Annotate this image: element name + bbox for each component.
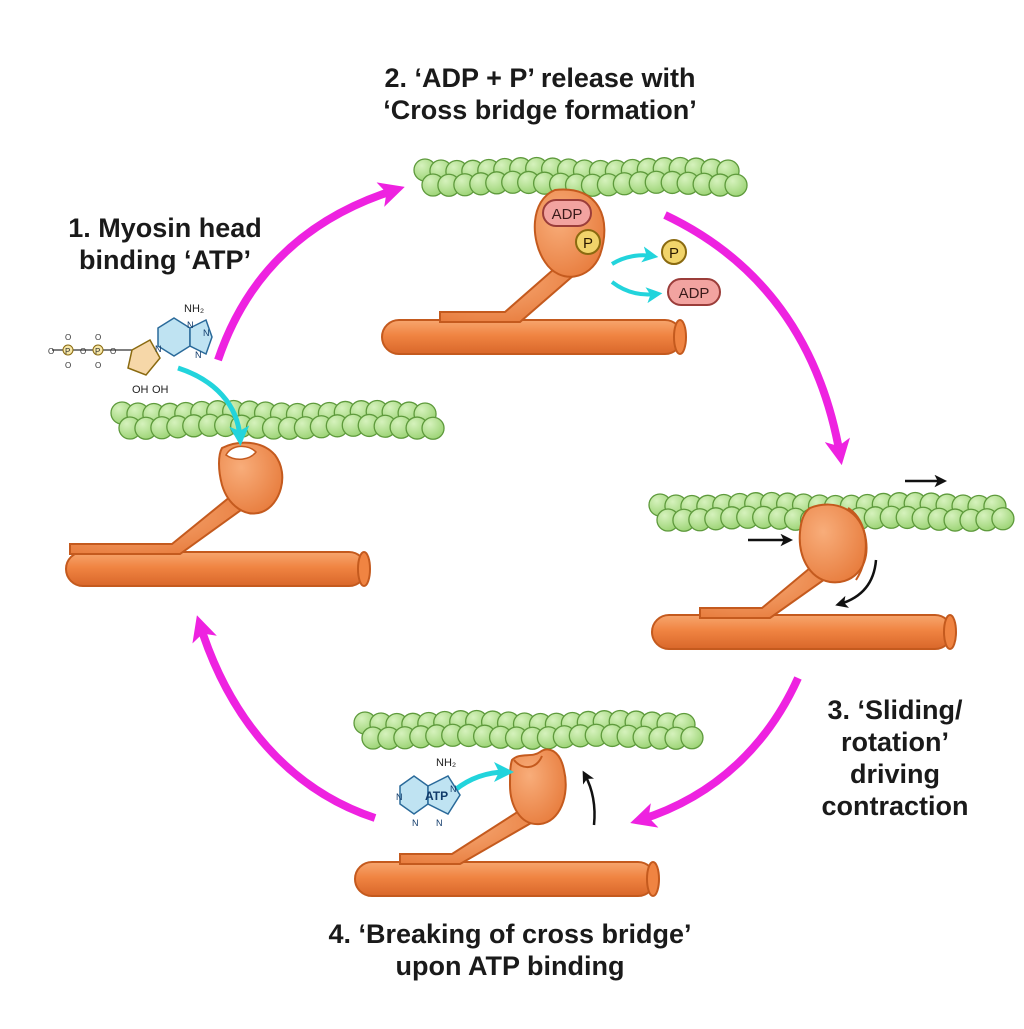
myosin-neck	[69, 490, 250, 555]
hydroxyl-1: OH	[132, 384, 149, 396]
panel-step-3	[648, 474, 1015, 650]
step-1-label: 1. Myosin head binding ‘ATP’	[40, 212, 290, 276]
actin-bead	[421, 416, 445, 440]
actin-bead	[991, 507, 1015, 531]
oxygen-2: O	[65, 361, 71, 370]
amine-label: NH₂	[184, 303, 204, 315]
amine-label: NH₂	[436, 757, 456, 769]
myosin-head	[798, 503, 868, 584]
step-1-line-1: 1. Myosin head	[68, 213, 262, 243]
release-arrow-adp	[610, 280, 663, 304]
atp-binding-cleft	[225, 445, 257, 460]
adenine-n-1: N	[155, 344, 162, 354]
adenine-n-2: N	[412, 818, 419, 828]
actin-filament	[353, 709, 704, 750]
step-1-line-2: binding ‘ATP’	[79, 245, 251, 275]
myosin-head	[508, 748, 567, 826]
atp-adenine-structure: NH₂ ATP N N N N	[396, 757, 461, 828]
phosphate-p-1: P	[65, 347, 70, 356]
step-4-line-2: upon ATP binding	[395, 951, 625, 981]
ribose-ring	[127, 338, 161, 376]
phosphate-released-text: P	[669, 245, 679, 262]
adp-released-badge: ADP	[667, 278, 721, 306]
step-4-label: 4. ‘Breaking of cross bridge’ upon ATP b…	[290, 918, 730, 982]
step-3-line-2: rotation’	[841, 727, 949, 757]
adenine-rings: N N N N	[155, 317, 213, 360]
actin-filament	[413, 156, 748, 197]
adenine-n-4: N	[450, 784, 457, 794]
cycle-arrow-2-to-3	[663, 211, 850, 466]
step-2-line-1: 2. ‘ADP + P’ release with	[384, 63, 696, 93]
phosphate-bound-badge: P	[575, 229, 601, 255]
step-2-line-2: ‘Cross bridge formation’	[383, 95, 697, 125]
myosin-thick-filament	[381, 319, 687, 355]
atp-binding-arrow	[453, 762, 514, 792]
myosin-thick-filament	[651, 614, 957, 650]
step-3-line-1: 3. ‘Sliding/	[827, 695, 963, 725]
oxygen-3: O	[95, 333, 101, 342]
adp-bound-badge: ADP	[542, 199, 592, 227]
oxygen-4: O	[95, 361, 101, 370]
oxygen-7: O	[48, 347, 54, 356]
phosphate-p-2: P	[95, 347, 100, 356]
actin-bead	[724, 173, 748, 197]
adp-bound-text: ADP	[552, 206, 583, 223]
myosin-thick-filament	[354, 861, 660, 897]
adenine-n-2: N	[187, 320, 194, 330]
atp-text: ATP	[425, 789, 448, 803]
myosin-head-edge	[847, 507, 867, 581]
rotation-arrow	[835, 559, 878, 608]
step-2-label: 2. ‘ADP + P’ release with ‘Cross bridge …	[330, 62, 750, 126]
release-arrow-phosphate	[610, 246, 659, 266]
adp-released-text: ADP	[679, 285, 710, 302]
atp-binding-cleft	[513, 755, 543, 768]
step-3-line-3: driving	[849, 759, 940, 789]
adenine-n-1: N	[396, 792, 403, 802]
panel-step-2: ADP P P ADP	[381, 156, 748, 355]
phosphate-released-badge: P	[661, 239, 687, 265]
phosphate-bound-text: P	[583, 235, 593, 252]
oxygen-6: O	[110, 347, 116, 356]
actin-bead	[680, 726, 704, 750]
actin-filament	[110, 399, 445, 440]
adenine-n-4: N	[195, 350, 202, 360]
cycle-arrow-1-to-2	[214, 182, 405, 362]
myosin-thick-filament	[65, 551, 371, 587]
atp-binding-arrow	[177, 365, 250, 446]
cycle-arrow-4-to-1	[192, 615, 377, 822]
atp-molecule-structure: P P O O O O O O O OH OH N N N N NH₂	[48, 303, 213, 396]
detach-arrow	[582, 770, 596, 826]
phosphate-chain: P P O O O O O O O	[48, 333, 116, 370]
adenine-n-3: N	[203, 328, 210, 338]
panel-step-1: P P O O O O O O O OH OH N N N N NH₂	[48, 303, 445, 587]
step-3-line-4: contraction	[821, 791, 969, 821]
panel-step-4: NH₂ ATP N N N N	[353, 709, 704, 897]
hydroxyl-2: OH	[152, 384, 169, 396]
myosin-head	[218, 441, 284, 515]
cycle-arrows	[192, 182, 850, 828]
adenine-n-3: N	[436, 818, 443, 828]
oxygen-5: O	[80, 347, 86, 356]
oxygen-1: O	[65, 333, 71, 342]
step-3-label: 3. ‘Sliding/ rotation’ driving contracti…	[790, 694, 1000, 822]
step-4-line-1: 4. ‘Breaking of cross bridge’	[328, 919, 692, 949]
cycle-arrow-3-to-4	[630, 676, 802, 828]
